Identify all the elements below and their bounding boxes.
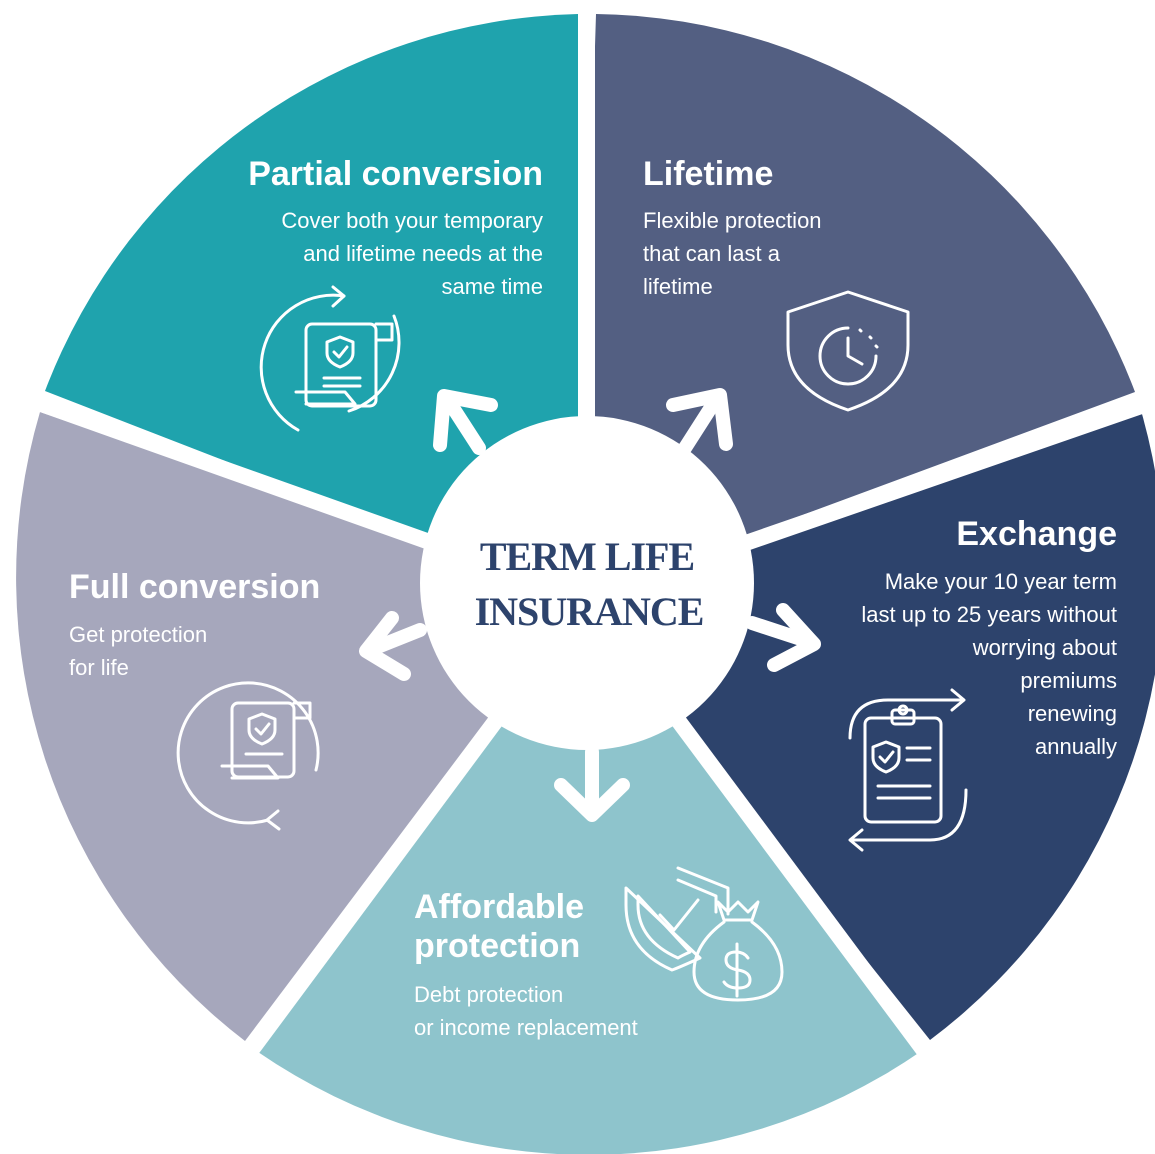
lifetime-title: Lifetime: [643, 155, 773, 193]
segment-affordable-protection: [258, 598, 920, 1154]
center-circle: [420, 416, 754, 750]
partial-conversion-line3: same time: [442, 274, 543, 299]
exchange-line2: last up to 25 years without: [861, 602, 1117, 627]
shield-clock-icon: [786, 290, 910, 412]
exchange-line6: annually: [1035, 734, 1117, 759]
affordable-line1: Debt protection: [414, 982, 563, 1007]
exchange-line5: renewing: [1028, 701, 1117, 726]
segment-lifetime: [578, 14, 1135, 598]
affordable-title-line2: protection: [414, 927, 580, 965]
scroll-shield-cycle-icon: [259, 285, 401, 432]
exchange-line1: Make your 10 year term: [885, 569, 1117, 594]
partial-conversion-line2: and lifetime needs at the: [303, 241, 543, 266]
arrow-right: [745, 603, 821, 672]
arrow-down: [554, 745, 630, 822]
scroll-shield-circle-icon: [176, 681, 320, 831]
lifetime-line3: lifetime: [643, 274, 713, 299]
lifetime-line1: Flexible protection: [643, 208, 822, 233]
partial-conversion-line1: Cover both your temporary: [281, 208, 543, 233]
exchange-title: Exchange: [956, 515, 1117, 553]
full-conversion-title: Full conversion: [69, 568, 320, 606]
arrow-up-left: [433, 389, 498, 455]
center-title-line2: INSURANCE: [475, 589, 704, 634]
affordable-line2: or income replacement: [414, 1015, 638, 1040]
segment-partial-conversion: [45, 14, 578, 598]
exchange-line3: worrying about: [972, 635, 1117, 660]
arrow-up-right: [666, 388, 733, 455]
exchange-line4: premiums: [1020, 668, 1117, 693]
clipboard-exchange-icon: [848, 688, 968, 852]
lifetime-line2: that can last a: [643, 241, 781, 266]
affordable-title-line1: Affordable: [414, 888, 584, 926]
full-conversion-line1: Get protection: [69, 622, 207, 647]
full-conversion-line2: for life: [69, 655, 129, 680]
partial-conversion-title: Partial conversion: [248, 155, 543, 193]
arrow-left: [359, 611, 427, 681]
center-title-line1: TERM LIFE: [480, 534, 694, 579]
shield-money-bag-icon: [624, 866, 784, 1002]
